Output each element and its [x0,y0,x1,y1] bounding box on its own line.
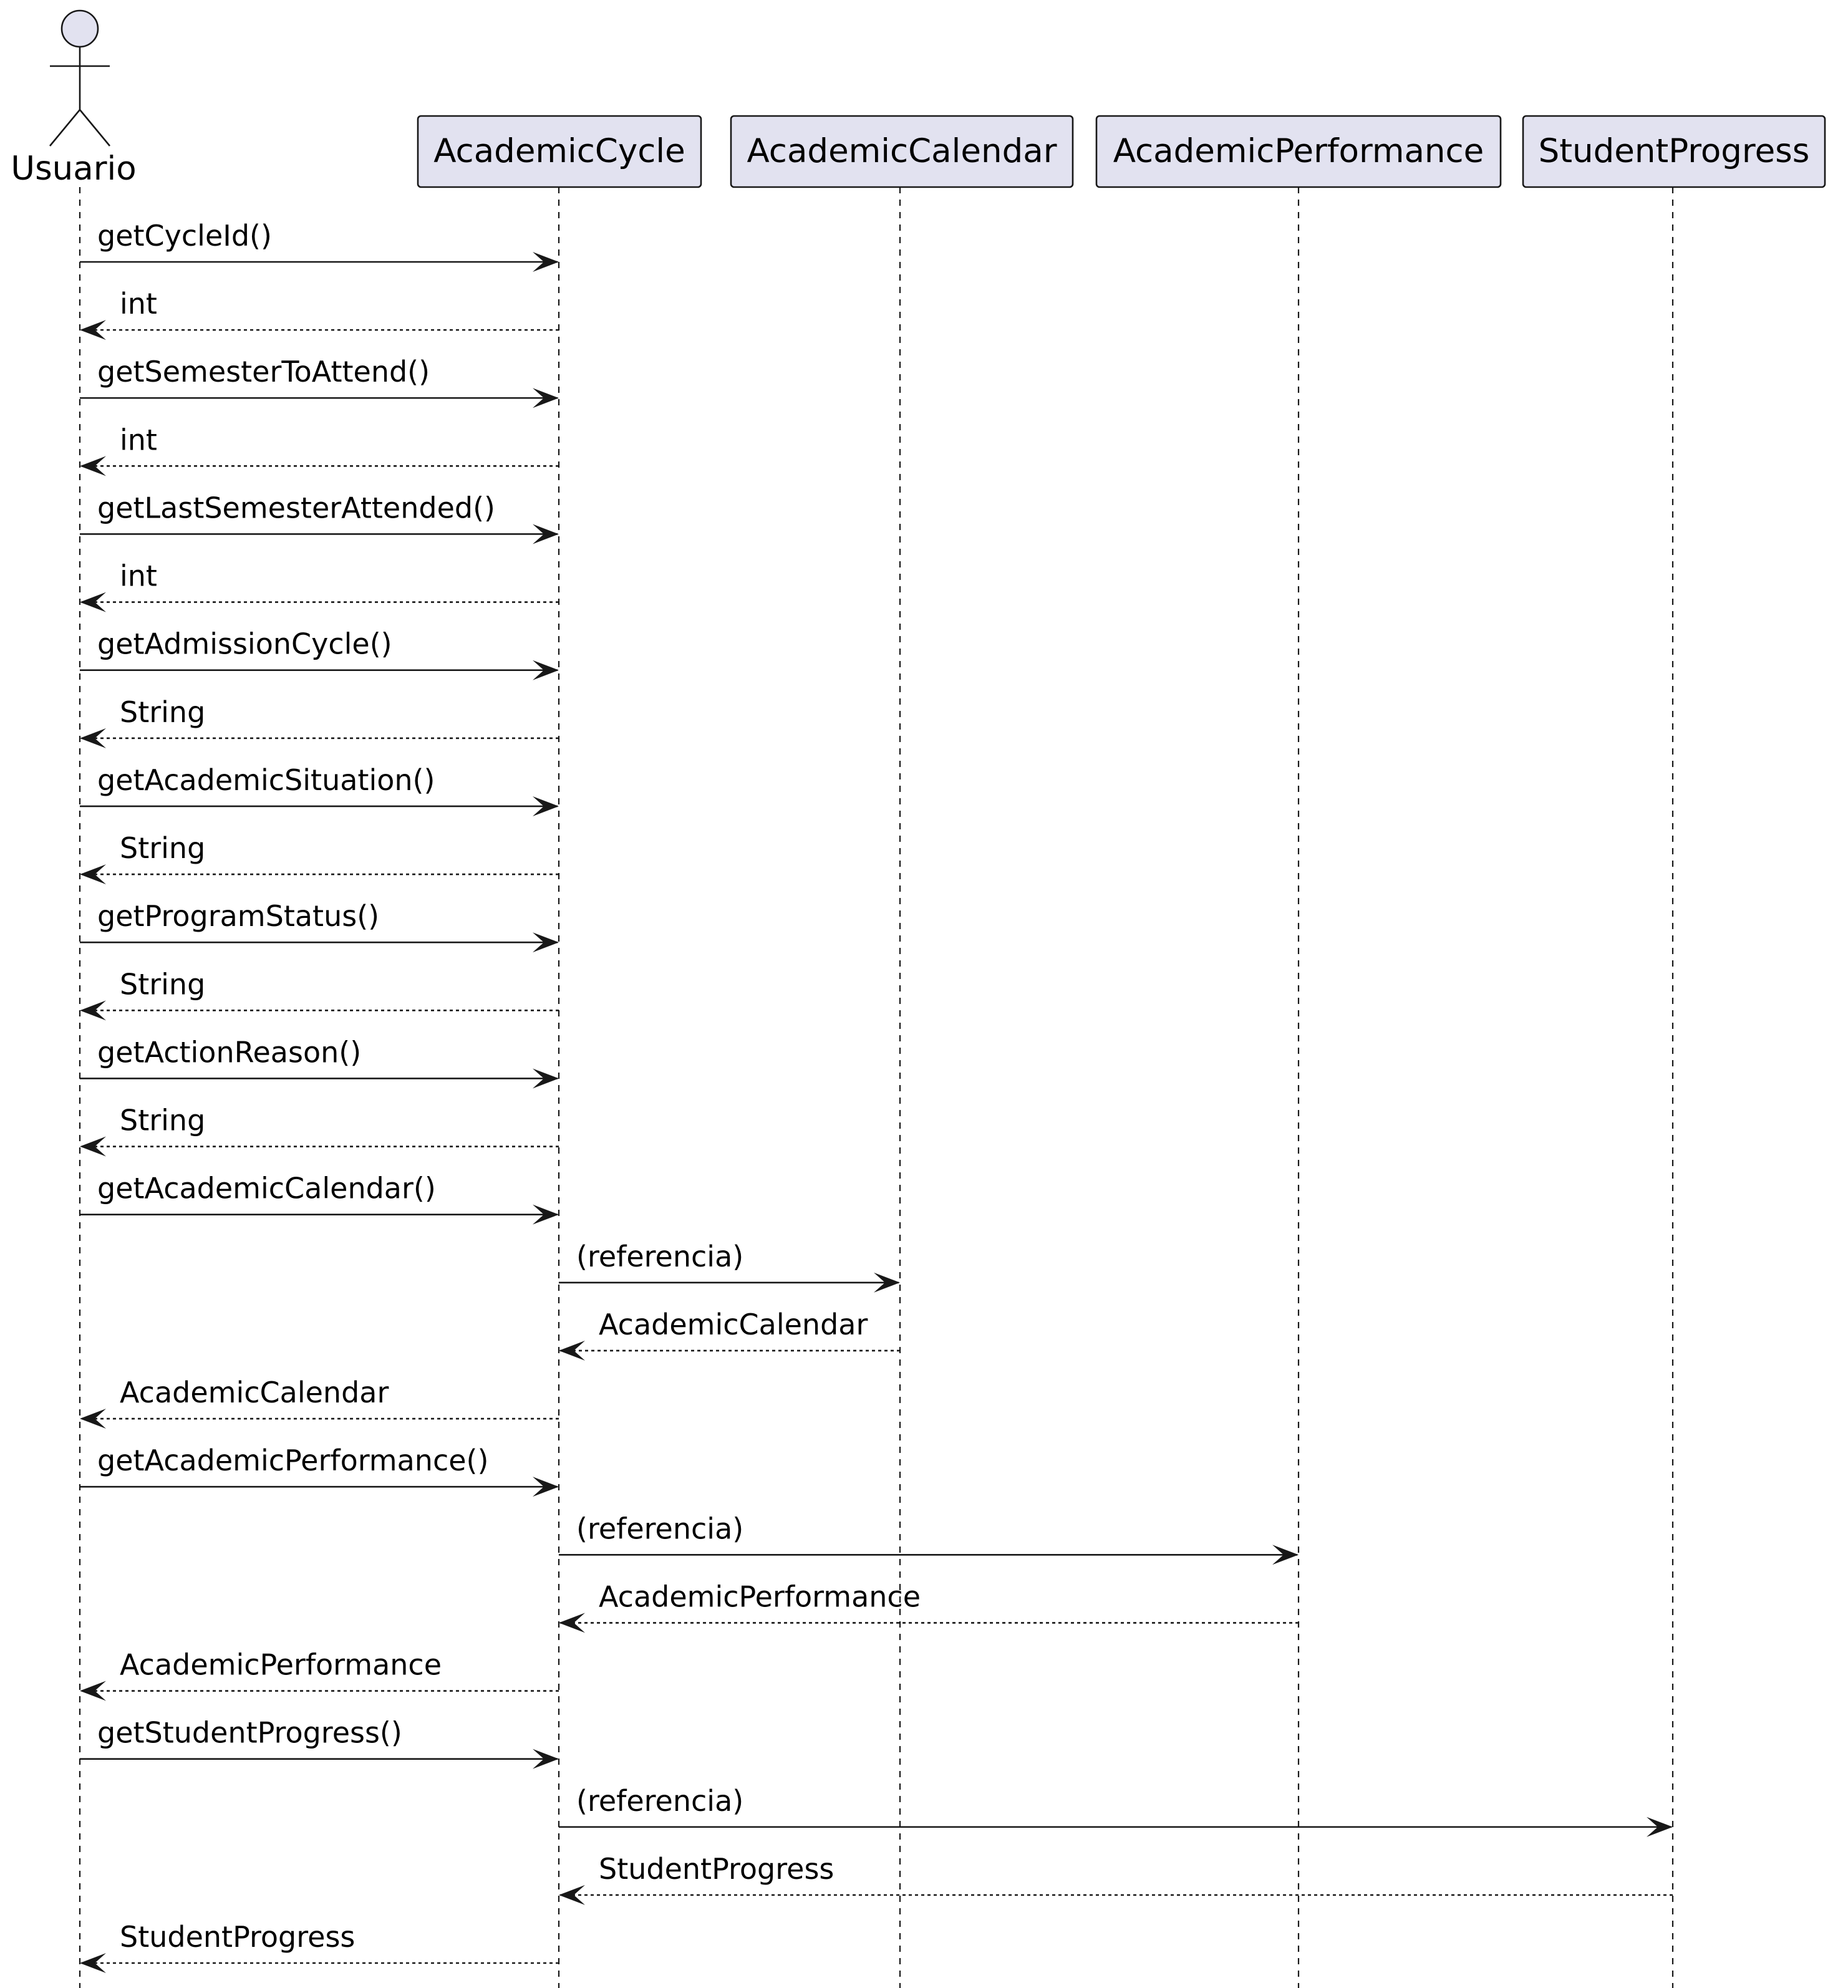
actor-left-leg [49,109,81,147]
message-label: String [120,967,205,1001]
message-reply: int [80,559,559,612]
message-label: getAcademicSituation() [97,763,435,797]
message-reply: String [80,1104,559,1157]
message-reply: AcademicPerformance [80,1648,559,1701]
arrow-head [80,728,106,748]
message-label: String [120,831,205,865]
message-label: int [120,287,157,321]
message-label: AcademicCalendar [599,1308,868,1341]
message-call: (referencia) [559,1512,1299,1565]
message-reply: String [80,967,559,1021]
message-label: getStudentProgress() [97,1716,402,1750]
arrow-head [1272,1545,1299,1565]
message-label: StudentProgress [120,1920,355,1954]
message-label: String [120,695,205,729]
message-label: AcademicPerformance [599,1580,921,1613]
message-reply: int [80,287,559,340]
message-call: getSemesterToAttend() [80,355,559,408]
participant-performance: AcademicPerformance [1095,115,1502,188]
arrow-head [80,864,106,885]
participant-box [1522,115,1826,188]
message-call: getProgramStatus() [80,899,559,953]
message-reply: AcademicCalendar [80,1376,559,1429]
message-label: getAcademicPerformance() [97,1444,488,1477]
message-reply: AcademicPerformance [559,1580,1299,1633]
message-label: getAdmissionCycle() [97,627,392,661]
participant-name: AcademicCycle [433,132,685,170]
message-label: getProgramStatus() [97,899,379,933]
arrow-head [533,388,559,408]
message-call: getActionReason() [80,1035,559,1089]
message-reply: String [80,695,559,748]
arrow-head [533,932,559,953]
participant-name: AcademicPerformance [1113,132,1484,170]
message-label: (referencia) [576,1784,743,1818]
message-label: (referencia) [576,1512,743,1545]
actor-right-leg [79,109,111,147]
message-reply: StudentProgress [80,1920,559,1973]
arrow-head [533,1204,559,1225]
arrow-head [80,1681,106,1701]
message-reply: int [80,423,559,476]
message-label: (referencia) [576,1240,743,1273]
message-call: getStudentProgress() [80,1716,559,1769]
message-label: getActionReason() [97,1035,361,1069]
actor-usuario: Usuario [11,9,137,188]
message-call: getAcademicPerformance() [80,1444,559,1497]
message-label: int [120,423,157,456]
arrow-head [533,524,559,544]
participant-name: AcademicCalendar [747,132,1057,170]
arrow-head [80,1953,106,1973]
arrow-head [80,456,106,476]
arrow-head [533,796,559,816]
message-label: int [120,559,157,593]
message-label: StudentProgress [599,1852,834,1886]
message-call: getAcademicSituation() [80,763,559,816]
arrow-head [559,1884,585,1905]
arrow-head [80,592,106,612]
message-call: (referencia) [559,1240,900,1293]
arrow-head [533,1477,559,1497]
arrow-head [559,1340,585,1361]
participant-box [730,115,1074,188]
messages: getCycleId() int getSemesterToAttend() int g… [80,219,1673,1973]
message-call: getAdmissionCycle() [80,627,559,680]
actor-name: Usuario [11,150,136,188]
message-label: getCycleId() [97,219,272,253]
participant-cycle: AcademicCycle [417,115,702,188]
arrow-head [80,1409,106,1429]
participant-progress: StudentProgress [1522,115,1826,188]
arrow-head [533,1749,559,1769]
message-label: AcademicCalendar [120,1376,389,1409]
message-call: getLastSemesterAttended() [80,491,559,544]
message-label: getLastSemesterAttended() [97,491,495,524]
arrow-head [1647,1817,1673,1837]
participant-name: StudentProgress [1539,132,1810,170]
arrow-head [533,252,559,272]
arrow-head [559,1613,585,1633]
message-reply: AcademicCalendar [559,1308,900,1361]
message-label: String [120,1104,205,1137]
message-reply: String [80,831,559,885]
arrow-head [80,320,106,340]
participant-box [1095,115,1502,188]
participant-box [417,115,702,188]
arrow-head [533,660,559,680]
lifelines [79,187,1674,1988]
message-call: getCycleId() [80,219,559,272]
message-label: getSemesterToAttend() [97,355,430,388]
participant-calendar: AcademicCalendar [730,115,1074,188]
participants: AcademicCycle AcademicCalendar AcademicPer… [417,115,1826,188]
stick-figure-icon [60,9,99,48]
arrow-head [874,1272,900,1293]
message-reply: StudentProgress [559,1852,1673,1905]
message-label: AcademicPerformance [120,1648,442,1682]
message-call: getAcademicCalendar() [80,1172,559,1225]
message-call: (referencia) [559,1784,1673,1837]
arrow-head [80,1136,106,1157]
message-label: getAcademicCalendar() [97,1172,436,1205]
arrow-head [533,1068,559,1089]
arrow-head [80,1000,106,1021]
